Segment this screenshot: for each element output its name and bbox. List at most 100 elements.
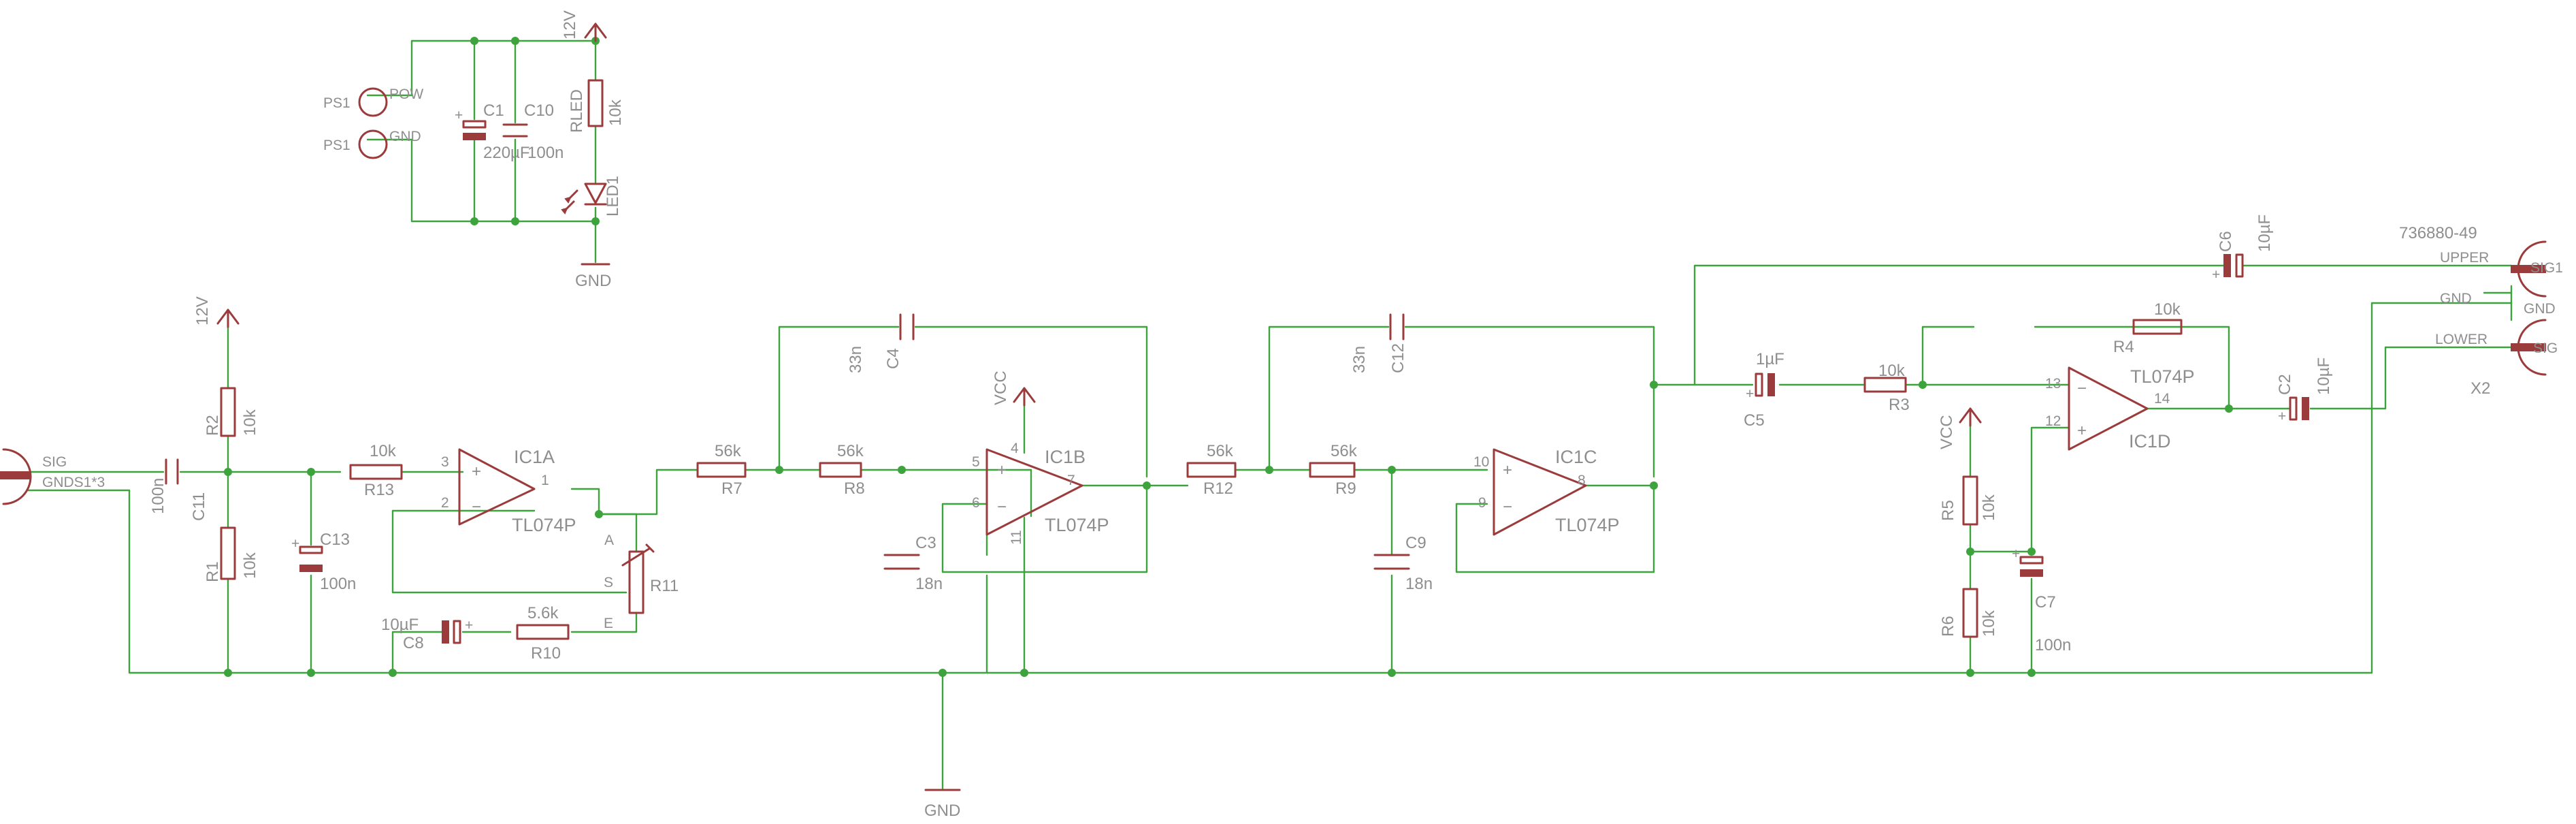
resistor-r5[interactable] — [1962, 475, 1978, 526]
r7-name: R7 — [721, 479, 743, 498]
filter1-section: 56k R7 56k R8 33n C4 C3 18n + − 5 6 7 4 … — [696, 313, 1109, 820]
r12-value: 56k — [1207, 442, 1234, 460]
resistor-r13[interactable] — [349, 464, 403, 480]
r5-name: R5 — [1939, 500, 1957, 521]
ic1c-pin-8: 8 — [1578, 473, 1586, 488]
ic1a-pin-2: 2 — [441, 495, 449, 511]
resistor-r12[interactable] — [1186, 462, 1237, 478]
opamp-ic1a[interactable] — [458, 448, 536, 526]
resistor-r8[interactable] — [819, 462, 862, 478]
junction — [2027, 548, 2036, 556]
junction — [2027, 669, 2036, 677]
resistor-rled[interactable] — [587, 79, 604, 127]
c11-name: C11 — [190, 492, 208, 521]
junction — [470, 37, 478, 45]
resistor-r10[interactable] — [516, 624, 570, 640]
c3-name: C3 — [915, 534, 936, 552]
ps1-gnd-pad[interactable] — [358, 129, 388, 159]
power-section: PS1 POW PS1 GND + C1 220µF C10 100n RLED… — [323, 10, 625, 290]
svg-text:−: − — [1503, 498, 1512, 516]
wire — [778, 326, 1148, 478]
junction — [470, 217, 478, 225]
junction — [1143, 481, 1151, 490]
potentiometer-r11[interactable] — [621, 543, 655, 614]
capacitor-c12[interactable] — [1389, 313, 1405, 340]
wires — [26, 39, 2513, 791]
capacitor-c9[interactable] — [1373, 554, 1410, 570]
r13-name: R13 — [364, 481, 394, 499]
x2-pin-sig: SIG — [2533, 340, 2558, 356]
c7-value: 100n — [2035, 636, 2071, 654]
ic1b-vcc-label: VCC — [992, 370, 1010, 405]
junction — [307, 669, 315, 677]
resistor-r3[interactable] — [1863, 377, 1907, 393]
ic1a-pin-1: 1 — [541, 473, 549, 488]
junction — [2225, 405, 2233, 413]
ps1-gnd-pin: GND — [389, 129, 421, 144]
resistor-r4[interactable] — [2132, 319, 2183, 335]
junction — [1966, 669, 1974, 677]
capacitor-c11[interactable] — [165, 458, 179, 485]
capacitor-c6[interactable]: + — [2212, 253, 2244, 283]
x2-pin-sig1: SIG1 — [2530, 260, 2563, 276]
capacitor-c7[interactable]: + — [2012, 546, 2044, 577]
resistor-r6[interactable] — [1962, 588, 1978, 638]
svg-text:+: + — [472, 462, 481, 481]
c12-name: C12 — [1389, 343, 1407, 373]
r11-pin-a: A — [604, 533, 614, 548]
opamp-ic1c[interactable] — [1493, 448, 1587, 536]
capacitor-c5[interactable]: + — [1746, 373, 1775, 402]
capacitor-c8[interactable]: + — [442, 618, 473, 644]
junction — [224, 468, 232, 476]
r11-pin-e: E — [604, 616, 613, 631]
r5-value: 10k — [1980, 494, 1998, 521]
capacitor-c4[interactable] — [899, 313, 915, 340]
ic1d-pin-14: 14 — [2154, 391, 2170, 407]
opamp-ic1b[interactable] — [985, 448, 1083, 536]
junction — [511, 37, 519, 45]
wire — [2030, 426, 2070, 674]
input-jack-pin-gnd: GNDS1*3 — [42, 475, 105, 490]
c12-value: 33n — [1350, 346, 1369, 373]
r10-name: R10 — [531, 644, 561, 663]
c1-name: C1 — [483, 101, 504, 120]
capacitor-c13[interactable]: + — [291, 536, 323, 572]
ps1-pow-pad[interactable] — [358, 87, 388, 117]
r1-value: 10k — [241, 552, 259, 579]
resistor-r9[interactable] — [1309, 462, 1356, 478]
ic1a-name: IC1A — [514, 447, 555, 467]
c9-value: 18n — [1405, 575, 1433, 593]
x2-label-upper: UPPER — [2440, 250, 2489, 266]
junction — [1919, 381, 1927, 389]
power-supply-label: 12V — [561, 10, 579, 39]
output-section: + C6 10µF + 1µF C5 10k R3 10k R4 + − 13 … — [1744, 215, 2563, 654]
led1-icon[interactable] — [561, 183, 607, 215]
capacitor-c1[interactable]: + — [455, 108, 487, 140]
junction — [1650, 481, 1658, 490]
supply-vcc-arrow-icon — [1959, 407, 1982, 427]
ic1b-pin-4: 4 — [1011, 441, 1019, 456]
c8-value: 10µF — [381, 616, 419, 634]
capacitor-c10[interactable] — [502, 123, 528, 138]
resistor-r7[interactable] — [696, 462, 747, 478]
capacitor-c3[interactable] — [883, 554, 920, 570]
wire — [1652, 264, 2513, 386]
ic1b-part: TL074P — [1045, 515, 1109, 535]
junction — [307, 468, 315, 476]
output-connector-x2-icon[interactable] — [2511, 240, 2547, 376]
rled-name: RLED — [568, 89, 586, 133]
r9-name: R9 — [1335, 479, 1356, 498]
resistor-r2[interactable] — [220, 387, 236, 437]
resistor-r1[interactable] — [220, 526, 236, 580]
filter2-section: 56k R12 56k R9 33n C12 C9 18n + − 10 9 8… — [1186, 313, 1620, 593]
r4-value: 10k — [2154, 300, 2181, 319]
ic1b-pin-11: 11 — [1009, 530, 1024, 545]
capacitor-c2[interactable]: + — [2278, 396, 2309, 424]
c5-name: C5 — [1744, 411, 1765, 430]
input-jack-icon[interactable] — [0, 448, 32, 505]
opamp-ic1d[interactable] — [2068, 366, 2149, 451]
c5-value: 1µF — [1756, 350, 1784, 368]
svg-text:+: + — [1503, 461, 1512, 479]
supply-vcc-arrow-icon — [1013, 387, 1036, 407]
junction — [775, 466, 783, 474]
